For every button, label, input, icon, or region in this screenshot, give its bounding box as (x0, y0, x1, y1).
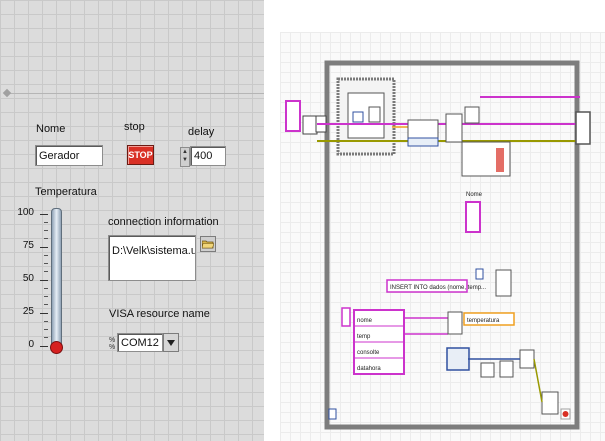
while-loop-structure[interactable] (324, 60, 580, 430)
thermometer-tube (51, 208, 62, 347)
temperatura-indicator[interactable] (463, 312, 515, 326)
delay-label: delay (188, 126, 215, 138)
database-open-node[interactable] (447, 311, 463, 335)
sql-string-constant[interactable] (386, 279, 468, 293)
nome-field[interactable]: Gerador (35, 145, 103, 166)
visa-write-node[interactable] (445, 113, 463, 143)
cluster-field-consolte: consolte (357, 350, 380, 356)
minor-tick (44, 263, 48, 264)
minor-tick (44, 296, 48, 297)
cluster-field-temp: temp (357, 334, 371, 340)
minor-tick (44, 271, 48, 272)
scale-label-25: 25 (22, 306, 34, 317)
chevron-down-icon (167, 339, 175, 346)
splitter-handle[interactable] (2, 88, 12, 98)
concatenate-node[interactable] (495, 269, 512, 297)
cluster-field-datahora: datahora (357, 366, 381, 372)
browse-folder-button[interactable] (200, 236, 216, 252)
block-diagram-canvas: Nome INSERT INTO dados (nome, temp... no… (285, 60, 591, 430)
scale-label-0: 0 (28, 339, 34, 350)
read-buffer-indicator (407, 137, 439, 147)
major-tick (40, 313, 48, 314)
numeric-constant[interactable] (475, 268, 484, 280)
stop-label: stop (124, 121, 145, 133)
folder-icon (202, 240, 214, 249)
minor-tick (44, 337, 48, 338)
major-tick (40, 214, 48, 215)
database-insert-node[interactable] (446, 347, 470, 371)
format-datetime-node[interactable] (480, 362, 495, 378)
block-diagram: Nome INSERT INTO dados (nome, temp... no… (280, 32, 605, 441)
build-array-node[interactable] (499, 360, 514, 378)
scale-label-50: 50 (22, 273, 34, 284)
visa-io-icon: %% (109, 337, 116, 351)
minor-tick (44, 230, 48, 231)
temperatura-indicator-label: temperatura (467, 318, 500, 324)
visa-resource-terminal[interactable] (285, 100, 301, 132)
nome-indicator-terminal[interactable] (465, 201, 481, 233)
visa-close-node[interactable] (575, 111, 591, 145)
error-case-marker (496, 148, 504, 172)
visa-configure-node[interactable] (302, 115, 318, 135)
stop-button[interactable]: STOP (127, 145, 154, 165)
major-tick (40, 346, 48, 347)
delay-increment-arrows[interactable]: ▲▼ (180, 147, 190, 167)
stop-condition-icon (562, 411, 569, 417)
visa-read-node[interactable] (407, 119, 439, 139)
bytes-at-port-node[interactable] (464, 106, 480, 124)
visa-resource-name-label: VISA resource name (109, 308, 210, 320)
minor-tick (44, 329, 48, 330)
thermometer-bulb (50, 341, 63, 354)
error-handler-node[interactable] (541, 391, 559, 415)
connection-information-field[interactable]: D:\Velk\sistema.udl (108, 235, 196, 281)
minor-tick (44, 222, 48, 223)
front-panel: Nome Gerador stop STOP delay ▲▼ 400 Temp… (0, 0, 264, 441)
cluster-field-nome: nome (357, 318, 373, 324)
delay-terminal[interactable] (352, 111, 364, 123)
nome-indicator-label: Nome (466, 192, 483, 198)
minor-tick (44, 304, 48, 305)
cluster-icon (341, 307, 351, 327)
major-tick (40, 247, 48, 248)
iteration-terminal[interactable] (328, 408, 337, 420)
visa-dropdown-button[interactable] (163, 333, 179, 352)
scale-label-100: 100 (17, 207, 34, 218)
minor-tick (44, 288, 48, 289)
minor-tick (44, 238, 48, 239)
major-tick (40, 280, 48, 281)
connection-information-label: connection information (108, 216, 219, 228)
panel-divider (8, 93, 264, 94)
visa-resource-field[interactable]: COM12 (117, 333, 163, 352)
delay-field[interactable]: 400 (190, 146, 226, 166)
temperatura-label: Temperatura (35, 186, 97, 198)
minor-tick (44, 321, 48, 322)
scale-label-75: 75 (22, 240, 34, 251)
sql-string-text: INSERT INTO dados (nome, temp... (390, 285, 486, 291)
db-close-node[interactable] (519, 349, 535, 369)
wait-ms-node[interactable] (368, 106, 381, 123)
minor-tick (44, 255, 48, 256)
nome-label: Nome (36, 123, 66, 135)
